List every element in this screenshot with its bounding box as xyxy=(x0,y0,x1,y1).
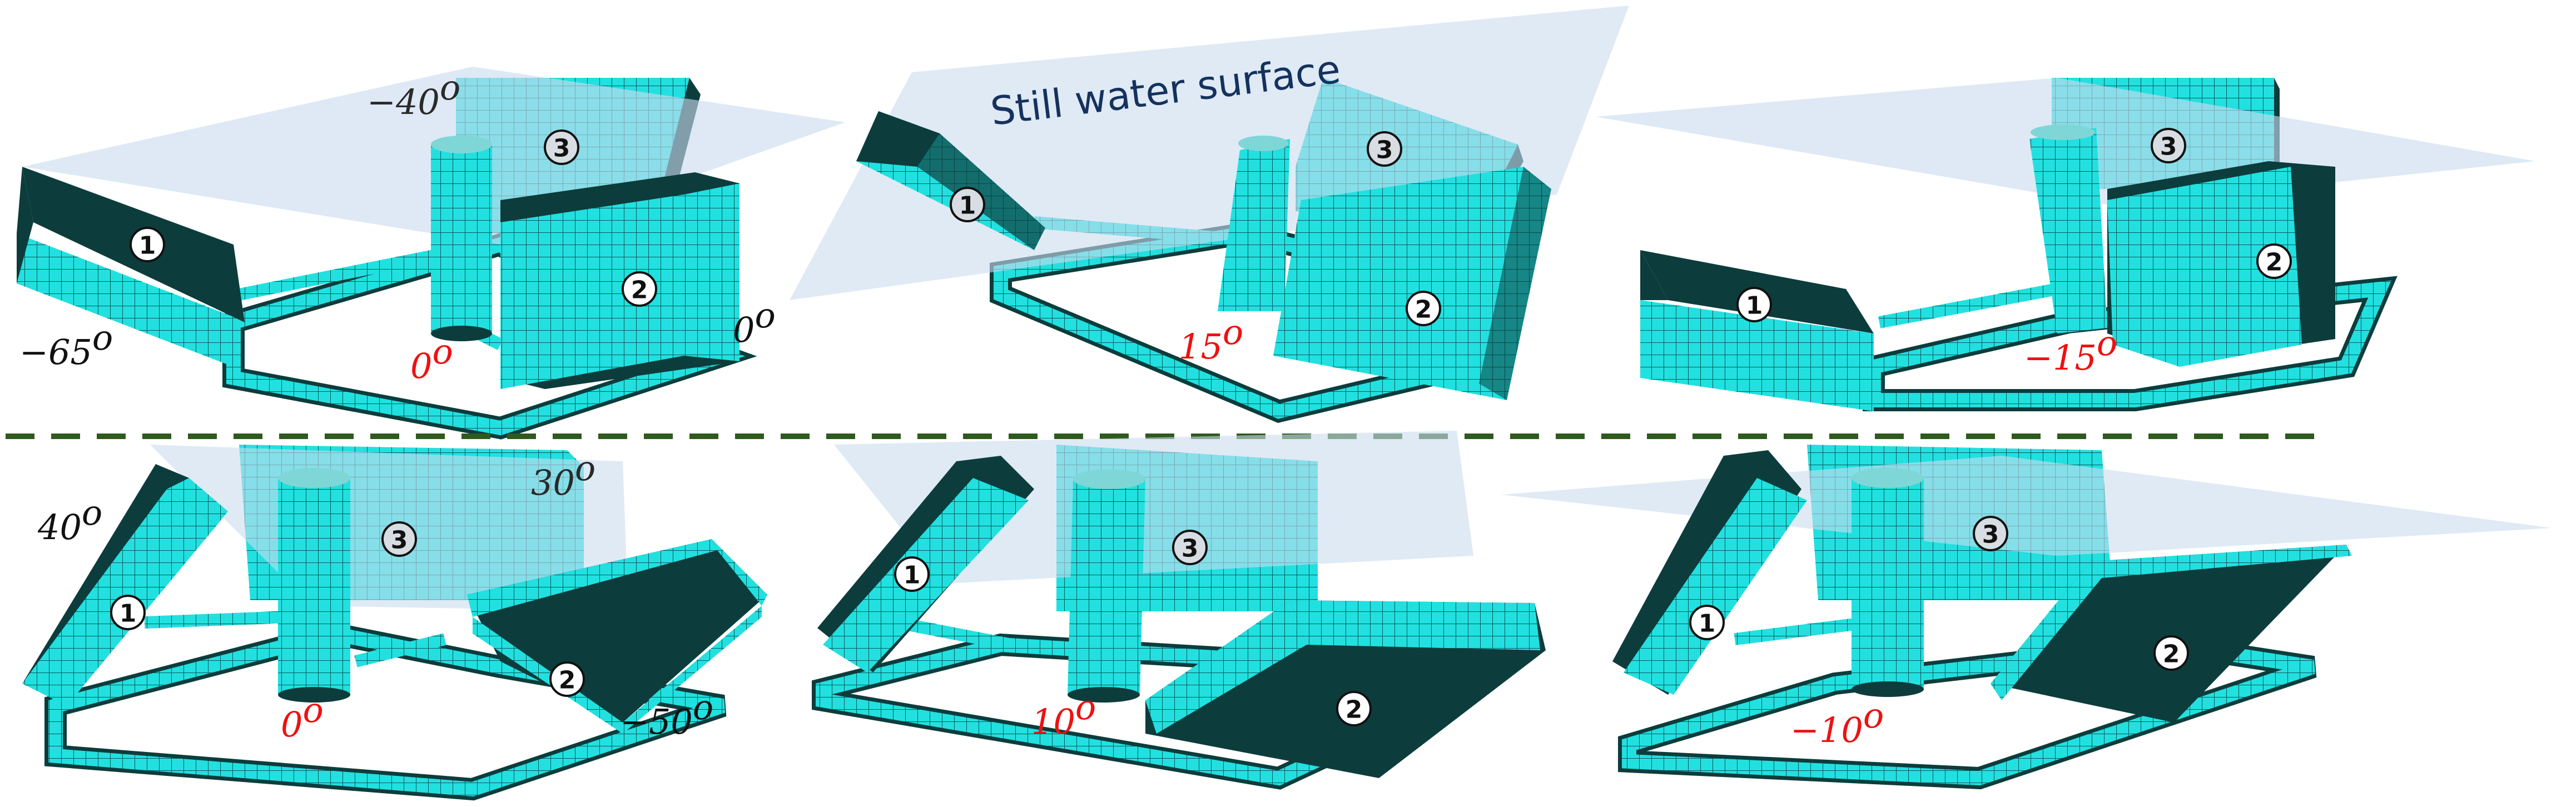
marker-body-2: 2 xyxy=(1336,691,1372,726)
angle-body-2-label: −50o xyxy=(620,687,713,742)
angle-body-1-label: 40o xyxy=(37,492,102,547)
angle-body-1-label: −65o xyxy=(19,317,113,372)
marker-body-3: 3 xyxy=(1172,530,1208,565)
angle-body-3-label: −40o xyxy=(367,67,460,122)
marker-body-2-number: 2 xyxy=(631,276,648,305)
central-column xyxy=(1068,469,1145,703)
marker-body-1-number: 1 xyxy=(959,192,976,220)
marker-body-1-number: 1 xyxy=(139,232,156,260)
central-column xyxy=(1218,136,1290,311)
marker-body-3-number: 3 xyxy=(1982,521,1999,549)
panel-top-left: 1 2 3 −65o 0o −40o 0o xyxy=(17,67,845,440)
marker-body-3-number: 3 xyxy=(1182,535,1199,563)
marker-body-1: 1 xyxy=(130,227,165,262)
body-1 xyxy=(1612,450,1807,695)
central-column xyxy=(2029,124,2107,333)
marker-body-2: 2 xyxy=(549,661,585,697)
marker-body-2: 2 xyxy=(2256,243,2292,279)
body-2 xyxy=(2107,161,2335,367)
marker-body-1: 1 xyxy=(894,556,930,592)
marker-body-3-number: 3 xyxy=(553,134,570,163)
panel-top-middle: 1 2 3 Still water surface 15o xyxy=(790,6,1629,423)
marker-body-1-number: 1 xyxy=(1699,610,1716,638)
marker-body-1-number: 1 xyxy=(120,600,137,628)
marker-body-1: 1 xyxy=(1736,287,1772,322)
marker-body-2-number: 2 xyxy=(2163,640,2180,669)
center-angle-label: −10o xyxy=(1790,695,1884,750)
marker-body-3-number: 3 xyxy=(391,526,408,555)
water-surface xyxy=(1501,456,2552,556)
panel-bottom-left: 1 2 3 40o −50o 30o 0o xyxy=(22,445,767,801)
panel-bottom-right: 1 2 3 −10o xyxy=(1501,445,2552,790)
body-2 xyxy=(1991,545,2352,723)
body-2 xyxy=(500,172,739,389)
body-1 xyxy=(856,111,1045,250)
marker-body-2: 2 xyxy=(2153,635,2189,671)
marker-body-3: 3 xyxy=(1973,516,2008,551)
angle-body-3-label: 30o xyxy=(531,448,595,503)
body-2 xyxy=(467,539,767,734)
marker-body-1-number: 1 xyxy=(904,561,921,590)
center-angle-label: 15o xyxy=(1179,312,1243,367)
marker-body-2-number: 2 xyxy=(1346,696,1363,724)
body-2 xyxy=(1145,600,1546,778)
central-column xyxy=(431,136,492,341)
pontoon-frame xyxy=(1618,616,2317,790)
marker-body-1: 1 xyxy=(950,187,985,222)
body-1 xyxy=(1640,250,1874,411)
central-column xyxy=(1852,468,1924,697)
panel-bottom-middle: 1 2 3 10o xyxy=(812,431,1546,790)
marker-body-3: 3 xyxy=(2151,128,2186,163)
marker-body-2-number: 2 xyxy=(1415,296,1432,324)
center-angle-label: 10o xyxy=(1031,687,1096,742)
marker-body-2-number: 2 xyxy=(559,666,576,695)
marker-body-2: 2 xyxy=(1406,291,1441,326)
marker-body-3: 3 xyxy=(381,521,417,557)
marker-body-3: 3 xyxy=(1367,131,1402,167)
center-angle-label: 0o xyxy=(410,331,453,386)
marker-body-2: 2 xyxy=(622,271,657,307)
marker-body-1: 1 xyxy=(1689,605,1725,640)
center-angle-label: −15o xyxy=(2024,323,2117,378)
marker-body-3-number: 3 xyxy=(1376,136,1393,165)
marker-body-1-number: 1 xyxy=(1746,292,1763,320)
marker-body-2-number: 2 xyxy=(2266,248,2283,277)
central-column xyxy=(278,468,350,703)
body-2 xyxy=(1273,167,1551,400)
angle-body-2-label: 0o xyxy=(733,295,776,350)
marker-body-1: 1 xyxy=(110,595,146,630)
center-angle-label: 0o xyxy=(281,690,324,745)
marker-body-3: 3 xyxy=(544,129,579,165)
panel-top-right: 1 2 3 −15o xyxy=(1596,78,2535,411)
marker-body-3-number: 3 xyxy=(2160,133,2177,161)
